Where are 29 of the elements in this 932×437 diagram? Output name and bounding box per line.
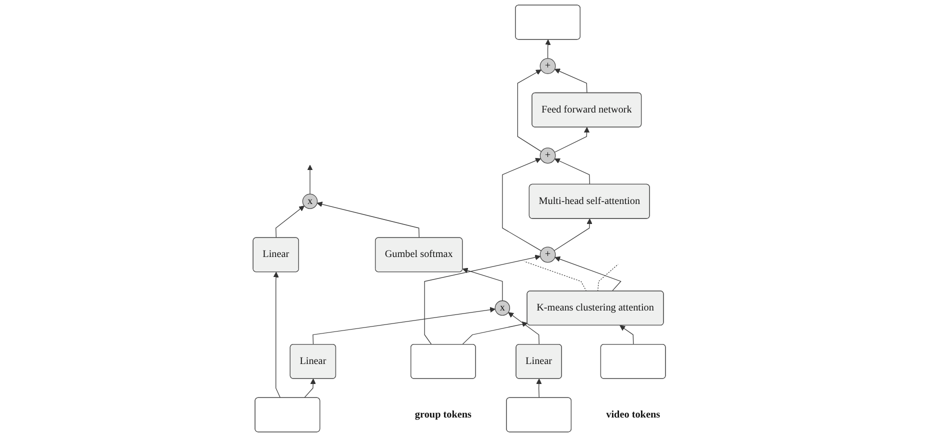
- node-circle: +: [540, 148, 556, 164]
- arrow: [554, 256, 622, 292]
- arrow: [502, 158, 542, 252]
- arrow: [554, 127, 590, 153]
- arrow: [554, 68, 588, 94]
- arrow: [536, 378, 542, 398]
- arrow: [517, 70, 542, 152]
- node-label: video tokens: [606, 409, 660, 420]
- arrow: [554, 218, 592, 251]
- connector: [524, 261, 587, 292]
- arrow: [316, 202, 420, 238]
- arrow: [304, 378, 316, 398]
- node-circle: x: [494, 300, 510, 316]
- arrow: [312, 307, 496, 345]
- arrow: [620, 325, 634, 345]
- arrow: [275, 206, 304, 238]
- node-label: group tokens: [414, 409, 472, 420]
- connector: [597, 264, 618, 292]
- arrow: [307, 164, 313, 194]
- node-circle: x: [302, 194, 318, 209]
- arrow: [508, 312, 540, 345]
- arrow: [273, 272, 281, 398]
- arrow: [545, 39, 551, 59]
- arrow: [462, 321, 528, 345]
- arrow: [424, 254, 540, 345]
- node-circle: +: [540, 246, 556, 263]
- arrow: [554, 158, 590, 185]
- node-circle: +: [540, 58, 556, 74]
- arrow: [462, 268, 503, 302]
